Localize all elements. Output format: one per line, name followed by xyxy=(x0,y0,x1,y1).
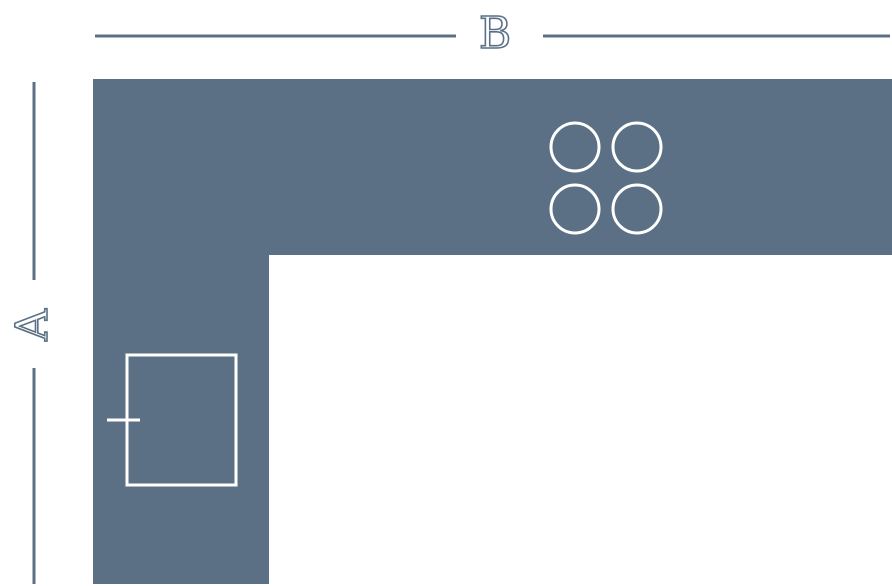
cooktop xyxy=(549,121,663,235)
burner-icon xyxy=(611,183,663,235)
dimension-a-label: A xyxy=(7,308,58,342)
burner-icon xyxy=(549,183,601,235)
dimension-a: A xyxy=(6,82,59,584)
dimension-b-label: B xyxy=(479,8,511,59)
dimension-b: B xyxy=(95,7,890,60)
burner-icon xyxy=(549,121,601,173)
sink xyxy=(107,353,238,487)
countertop-l-shape xyxy=(93,79,892,584)
burner-icon xyxy=(611,121,663,173)
